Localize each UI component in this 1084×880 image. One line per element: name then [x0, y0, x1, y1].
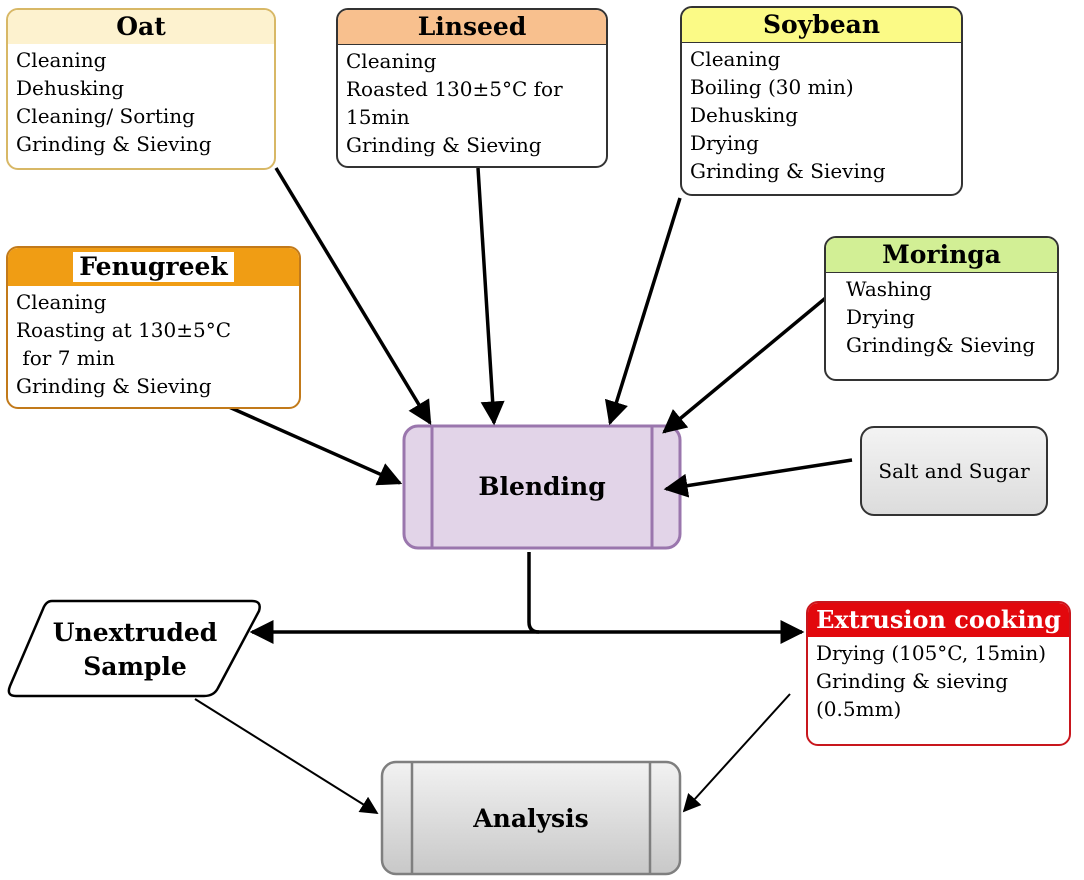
salt-sugar-node: Salt and Sugar: [860, 426, 1048, 516]
moringa-step: Washing: [846, 277, 932, 301]
arrow-moringa-to-blending: [662, 294, 830, 434]
extrusion-cooking-node: Extrusion cooking Drying (105°C, 15min) …: [806, 601, 1071, 746]
moringa-steps: Washing Drying Grinding& Sieving: [826, 273, 1057, 359]
linseed-step: Roasted 130±5°C for: [346, 77, 563, 101]
linseed-steps: Cleaning Roasted 130±5°C for 15min Grind…: [338, 45, 606, 159]
fenugreek-title: Fenugreek: [73, 252, 234, 282]
linseed-title: Linseed: [338, 10, 606, 45]
oat-title: Oat: [8, 10, 274, 44]
soybean-node: Soybean Cleaning Boiling (30 min) Dehusk…: [680, 6, 963, 196]
moringa-step: Grinding& Sieving: [846, 333, 1036, 357]
arrow-linseed-to-blending: [476, 167, 505, 426]
oat-step: Cleaning: [16, 48, 107, 72]
soybean-step: Boiling (30 min): [690, 75, 854, 99]
arrow-unextruded-to-analysis: [194, 698, 379, 814]
fenugreek-step: for 7 min: [16, 346, 116, 370]
oat-step: Dehusking: [16, 76, 125, 100]
oat-node: Oat Cleaning Dehusking Cleaning/ Sorting…: [6, 8, 276, 170]
linseed-step: Cleaning: [346, 49, 437, 73]
oat-step: Grinding & Sieving: [16, 132, 212, 156]
soybean-steps: Cleaning Boiling (30 min) Dehusking Dryi…: [682, 43, 961, 185]
linseed-step: Grinding & Sieving: [346, 133, 542, 157]
oat-steps: Cleaning Dehusking Cleaning/ Sorting Gri…: [8, 44, 274, 158]
blending-label: Blending: [478, 472, 606, 501]
linseed-step: 15min: [346, 105, 410, 129]
fenugreek-step: Cleaning: [16, 290, 107, 314]
arrow-extrusion-to-analysis: [682, 693, 791, 813]
arrow-salt-to-blending: [663, 458, 853, 498]
oat-step: Cleaning/ Sorting: [16, 104, 195, 128]
linseed-node: Linseed Cleaning Roasted 130±5°C for 15m…: [336, 8, 608, 168]
extrusion-step: Drying (105°C, 15min): [816, 641, 1047, 665]
arrow-soybean-to-blending: [604, 197, 682, 426]
soybean-step: Drying: [690, 131, 759, 155]
fenugreek-header: Fenugreek: [8, 248, 299, 286]
arrow-fenugreek-to-blending: [228, 405, 403, 486]
analysis-node: [380, 760, 682, 876]
fenugreek-step: Grinding & Sieving: [16, 374, 212, 398]
extrusion-step: (0.5mm): [816, 697, 902, 721]
fenugreek-node: Fenugreek Cleaning Roasting at 130±5°C f…: [6, 246, 301, 409]
soybean-title: Soybean: [682, 8, 961, 43]
moringa-step: Drying: [846, 305, 915, 329]
salt-sugar-label: Salt and Sugar: [878, 459, 1030, 483]
soybean-step: Grinding & Sieving: [690, 159, 886, 183]
unextruded-label-line: Unextruded: [52, 618, 218, 647]
analysis-label: Analysis: [473, 804, 589, 833]
unextruded-label-line: Sample: [83, 652, 187, 681]
arrow-oat-to-blending: [274, 167, 432, 426]
soybean-step: Cleaning: [690, 47, 781, 71]
extrusion-title: Extrusion cooking: [808, 603, 1069, 637]
fenugreek-steps: Cleaning Roasting at 130±5°C for 7 min G…: [8, 286, 299, 400]
moringa-title: Moringa: [826, 238, 1057, 273]
extrusion-steps: Drying (105°C, 15min) Grinding & sieving…: [808, 637, 1069, 723]
unextruded-sample-node: [7, 599, 261, 698]
soybean-step: Dehusking: [690, 103, 799, 127]
moringa-node: Moringa Washing Drying Grinding& Sieving: [824, 236, 1059, 381]
unextruded-sample-label: Unextruded Sample: [30, 616, 240, 684]
fenugreek-step: Roasting at 130±5°C: [16, 318, 232, 342]
connector-blending-split: [527, 552, 540, 634]
extrusion-step: Grinding & sieving: [816, 669, 1009, 693]
